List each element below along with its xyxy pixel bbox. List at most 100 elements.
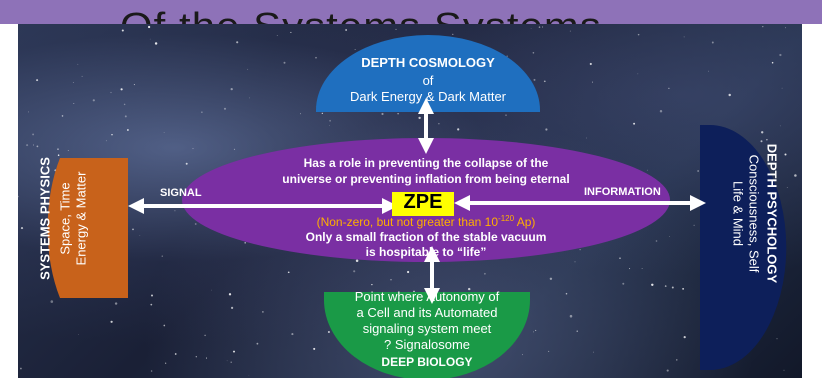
star — [418, 116, 421, 120]
star — [533, 78, 536, 81]
star — [276, 35, 278, 36]
star — [19, 367, 22, 370]
zpe-desc-line1: Has a role in preventing the collapse of… — [303, 156, 549, 170]
star — [452, 33, 454, 36]
star — [664, 285, 667, 287]
star — [327, 330, 330, 334]
star — [784, 153, 787, 156]
star — [28, 111, 29, 113]
star — [646, 169, 648, 171]
star — [786, 187, 788, 189]
zpe-range-prefix: (Non-zero, but not greater than 10 — [316, 215, 499, 229]
biology-line4: ? Signalosome — [384, 337, 470, 352]
star — [321, 112, 323, 115]
star — [766, 138, 768, 141]
star — [174, 353, 177, 355]
star — [668, 87, 670, 90]
star — [371, 283, 373, 286]
star — [760, 140, 763, 143]
star — [126, 129, 129, 131]
star — [785, 27, 786, 29]
star — [538, 26, 541, 28]
star — [174, 210, 176, 212]
star — [574, 261, 576, 263]
signal-label: SIGNAL — [160, 187, 202, 199]
star — [329, 119, 331, 122]
star — [205, 357, 208, 359]
star — [353, 270, 356, 273]
zpe-label: ZPE — [403, 191, 443, 213]
star — [139, 234, 141, 236]
star — [355, 259, 359, 262]
star — [230, 306, 234, 310]
star — [776, 338, 778, 340]
star — [211, 289, 213, 291]
zpe-desc-line2: universe or preventing inflation from be… — [282, 172, 570, 186]
star — [147, 25, 151, 29]
star — [165, 362, 167, 364]
star — [120, 88, 123, 91]
psychology-shape — [700, 125, 787, 370]
star — [290, 31, 292, 33]
psychology-line2: Life & Mind — [730, 180, 746, 247]
star — [532, 52, 535, 54]
physics-line2: Energy & Matter — [73, 171, 89, 266]
physics-line1: Space, Time — [57, 182, 73, 255]
star — [549, 277, 553, 281]
star — [345, 29, 347, 31]
physics-shape — [47, 158, 128, 298]
star — [711, 41, 714, 44]
star — [592, 351, 594, 353]
information-label: INFORMATION — [584, 186, 661, 198]
star — [395, 28, 397, 30]
star — [249, 97, 251, 99]
star — [506, 55, 508, 57]
star — [110, 91, 112, 94]
zpe-range-exponent: -120 — [498, 214, 515, 223]
star — [781, 87, 783, 89]
cosmology-of: of — [422, 73, 434, 88]
star — [230, 361, 232, 363]
star — [57, 148, 59, 150]
star — [32, 144, 34, 146]
star — [569, 30, 571, 32]
star — [641, 268, 643, 269]
star — [39, 222, 43, 225]
star — [622, 282, 625, 285]
star — [77, 63, 79, 65]
star — [484, 272, 486, 275]
star — [110, 320, 113, 323]
partial-title: Of the Systems Systems — [120, 6, 736, 24]
zpe-desc-line4: Only a small fraction of the stable vacu… — [305, 230, 547, 244]
star — [201, 111, 203, 113]
star — [467, 287, 471, 291]
star — [226, 360, 228, 362]
star — [771, 61, 774, 64]
cosmology-subtitle: Dark Energy & Dark Matter — [349, 89, 507, 104]
star — [228, 293, 232, 296]
star — [133, 84, 135, 86]
star — [354, 49, 356, 50]
star — [163, 132, 165, 133]
star — [592, 81, 593, 83]
star — [779, 53, 782, 57]
star — [407, 270, 410, 274]
cosmology-heading: DEPTH COSMOLOGY — [361, 55, 495, 70]
star — [124, 115, 127, 118]
star — [163, 324, 166, 327]
star — [185, 162, 188, 165]
zpe-highlight — [392, 192, 454, 216]
star — [676, 359, 678, 361]
star — [569, 314, 573, 318]
biology-line1: Point where Autonomy of — [354, 289, 500, 304]
star — [532, 331, 535, 333]
star — [291, 333, 294, 336]
star — [36, 145, 39, 148]
star — [287, 271, 290, 274]
star — [114, 302, 118, 305]
star — [121, 29, 124, 32]
star — [72, 82, 74, 83]
star — [26, 144, 29, 147]
